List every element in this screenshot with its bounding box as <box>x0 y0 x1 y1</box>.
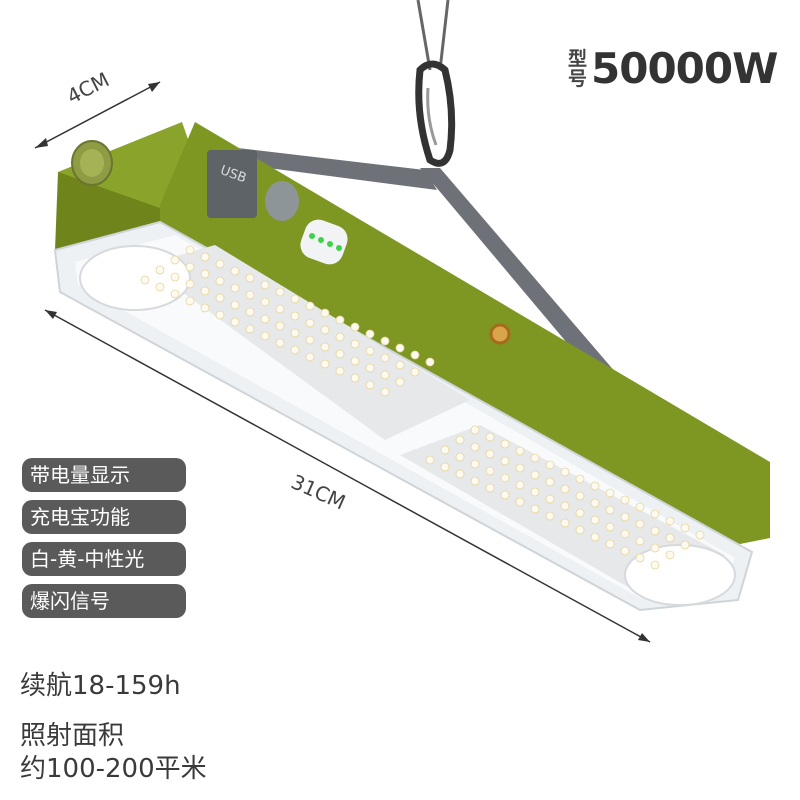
feature-badge-battery-display: 带电量显示 <box>22 458 186 492</box>
dimension-arrow-width <box>34 81 161 149</box>
endurance-text: 续航18-159h <box>20 671 181 701</box>
model-heading: 型 号 50000W <box>568 44 778 93</box>
hanging-strap <box>238 148 635 400</box>
led-array-2 <box>425 425 705 570</box>
led-array-1 <box>140 245 435 397</box>
coverage-value: 约100-200平米 <box>20 754 207 784</box>
feature-badge-power-bank: 充电宝功能 <box>22 500 186 534</box>
feature-list: 带电量显示 充电宝功能 白-黄-中性光 爆闪信号 <box>22 458 186 626</box>
model-label-line1: 型 <box>568 47 588 70</box>
dimension-arrow-length <box>44 309 651 643</box>
power-button-icon <box>265 181 299 221</box>
usb-port-icon: USB <box>207 150 257 218</box>
carabiner-icon <box>415 60 456 167</box>
sensor-icon <box>489 323 511 345</box>
feature-badge-light-modes: 白-黄-中性光 <box>22 542 186 576</box>
feature-badge-strobe: 爆闪信号 <box>22 584 186 618</box>
side-knob-icon <box>71 140 113 186</box>
model-value: 50000W <box>591 44 778 93</box>
coverage-label: 照射面积 <box>20 721 125 751</box>
model-label-line2: 号 <box>568 67 588 90</box>
battery-indicator-icon <box>300 219 348 265</box>
model-label: 型 号 <box>568 49 587 89</box>
